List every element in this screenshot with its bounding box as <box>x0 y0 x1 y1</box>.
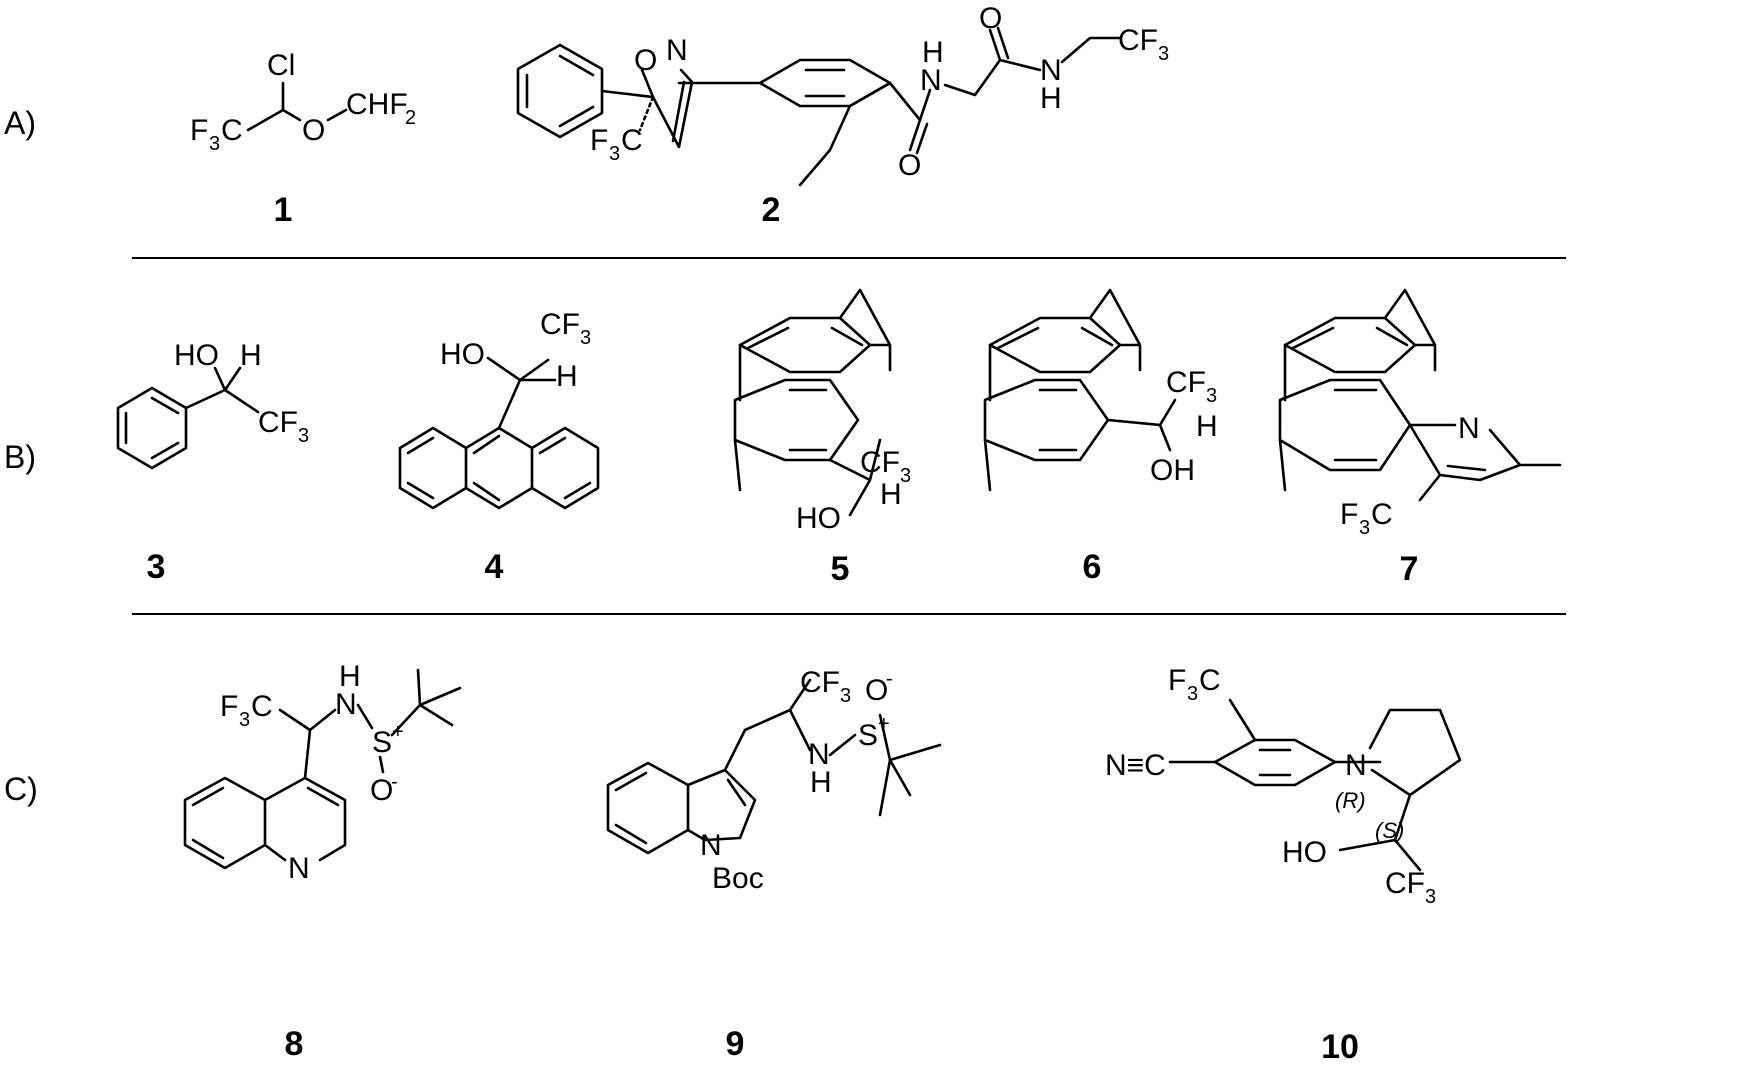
atom-label: N <box>1040 54 1062 87</box>
structure-compound-5: CF 3 H HO <box>733 288 911 535</box>
atom-label: F <box>1168 664 1186 697</box>
compound-number-2: 2 <box>762 191 781 229</box>
atom-label: O <box>302 114 325 147</box>
atom-label: HO <box>1282 836 1327 869</box>
atom-label: O <box>865 674 888 707</box>
atom-label: H <box>1196 410 1218 443</box>
structure-compound-2: O N F 3 C O N H O N H CF 3 <box>516 2 1169 187</box>
atom-label: N <box>920 64 942 97</box>
atom-subscript: 3 <box>209 133 220 155</box>
atom-charge: + <box>878 713 890 735</box>
structure-compound-10: N≡C F 3 C N (R) (S) HO CF 3 <box>1105 664 1462 908</box>
structure-compound-4: HO H CF 3 <box>398 308 600 510</box>
atom-label: N <box>288 852 310 885</box>
stereo-label-r: (R) <box>1335 788 1366 813</box>
atom-label: HO <box>796 502 841 535</box>
atom-label: CF <box>800 666 840 699</box>
atom-label: N <box>1458 412 1480 445</box>
atom-subscript: 3 <box>609 143 620 165</box>
structure-compound-8: N F 3 C N H S + O - <box>183 660 462 885</box>
atom-label: C <box>251 690 273 723</box>
atom-label: H <box>922 36 944 69</box>
section-label-c: C) <box>4 771 38 807</box>
atom-label: N <box>335 688 357 721</box>
atom-subscript: 3 <box>239 709 250 731</box>
structure-compound-9: N Boc CF 3 N H S + O - <box>606 666 942 895</box>
structure-compound-7: N F 3 C <box>1278 288 1562 539</box>
compound-number-10: 10 <box>1321 1028 1359 1065</box>
atom-subscript: 3 <box>580 327 591 349</box>
compound-number-6: 6 <box>1083 548 1102 586</box>
atom-label: S <box>858 719 878 752</box>
atom-label: H <box>339 660 361 693</box>
atom-label: H <box>556 360 578 393</box>
atom-label: S <box>372 726 392 759</box>
atom-label: O <box>979 2 1002 35</box>
atom-label: CF <box>258 406 298 439</box>
compound-number-7: 7 <box>1400 550 1419 588</box>
atom-label: H <box>810 766 832 799</box>
atom-label: N <box>1345 749 1367 782</box>
atom-subscript: 3 <box>1187 683 1198 705</box>
atom-label: F <box>220 690 238 723</box>
atom-label: O <box>898 149 921 182</box>
atom-label: HO <box>174 339 219 372</box>
atom-label: C <box>621 124 643 157</box>
structure-compound-6: CF 3 H OH <box>983 288 1218 492</box>
atom-charge: + <box>392 721 404 743</box>
atom-charge: - <box>391 771 398 793</box>
compound-number-4: 4 <box>485 548 504 586</box>
atom-label: H <box>1040 82 1062 115</box>
atom-charge: - <box>886 668 893 690</box>
atom-label: CF <box>540 308 580 341</box>
compound-number-3: 3 <box>147 548 166 586</box>
atom-subscript: 3 <box>1206 385 1217 407</box>
compound-number-5: 5 <box>831 550 850 588</box>
compound-number-8: 8 <box>285 1025 304 1063</box>
atom-label: N <box>666 34 688 67</box>
atom-label: C <box>1199 664 1221 697</box>
atom-label: CHF <box>346 88 408 121</box>
atom-label: CF <box>1166 366 1206 399</box>
atom-label: CF <box>860 446 900 479</box>
atom-label: HO <box>440 338 485 371</box>
atom-label: H <box>880 478 902 511</box>
atom-subscript: 3 <box>840 685 851 707</box>
atom-label: CF <box>1385 867 1425 900</box>
atom-label: O <box>370 774 393 807</box>
atom-label: F <box>1340 498 1358 531</box>
atom-label: F <box>590 124 608 157</box>
atom-label: Cl <box>267 49 295 82</box>
atom-label: Boc <box>712 862 764 895</box>
atom-label: H <box>240 339 262 372</box>
atom-label: F <box>190 114 208 147</box>
section-label-b: B) <box>4 439 36 475</box>
compound-number-9: 9 <box>726 1025 745 1063</box>
atom-subscript: 3 <box>1359 517 1370 539</box>
atom-subscript: 3 <box>900 465 911 487</box>
structure-compound-1: Cl F 3 C O CHF 2 <box>190 49 416 155</box>
atom-label: N <box>808 738 830 771</box>
stereo-label-s: (S) <box>1375 818 1404 843</box>
atom-label: O <box>634 44 657 77</box>
atom-label: C <box>1371 498 1393 531</box>
compound-number-1: 1 <box>274 191 293 229</box>
atom-subscript: 3 <box>1158 43 1169 65</box>
atom-label: C <box>221 114 243 147</box>
atom-subscript: 3 <box>1425 886 1436 908</box>
atom-label: OH <box>1150 454 1195 487</box>
atom-label: N≡C <box>1105 749 1166 782</box>
atom-label: CF <box>1118 24 1158 57</box>
atom-subscript: 2 <box>405 107 416 129</box>
atom-subscript: 3 <box>298 425 309 447</box>
atom-label: N <box>700 829 722 862</box>
section-label-a: A) <box>4 105 36 141</box>
structure-compound-3: HO H CF 3 <box>116 339 309 470</box>
